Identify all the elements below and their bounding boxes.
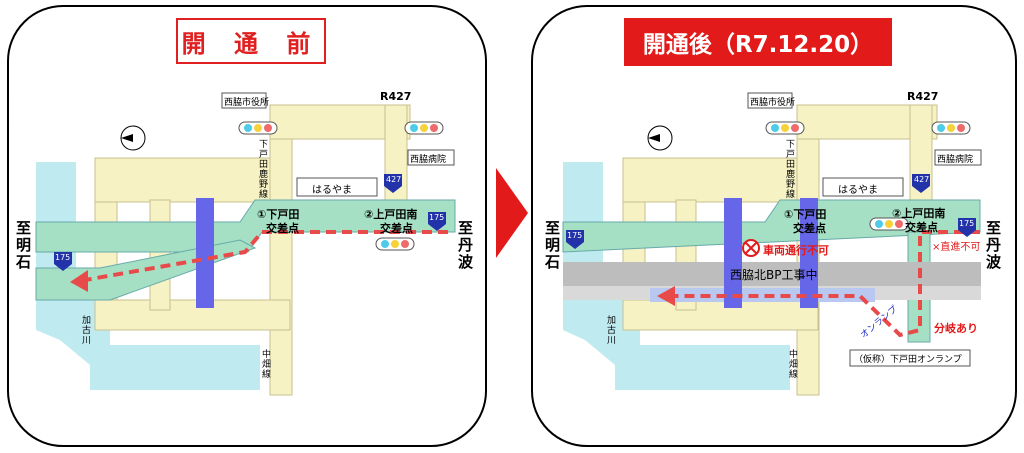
route427-label: R427 bbox=[907, 90, 939, 103]
hospital-label: 西脇病院 bbox=[937, 155, 974, 165]
on-ramp-name-label: （仮称）下戸田オンランプ bbox=[854, 355, 962, 365]
to-akashi-label: 至明石 bbox=[545, 219, 561, 271]
side-road bbox=[94, 157, 276, 203]
before-title: 開 通 前 bbox=[176, 18, 326, 64]
route-line bbox=[84, 230, 448, 282]
hospital-box bbox=[407, 149, 455, 166]
hospital-box bbox=[934, 149, 982, 166]
junction2-label: ②上戸田南 bbox=[364, 208, 418, 221]
side-road bbox=[622, 157, 804, 203]
route175-badge: 175 bbox=[567, 231, 583, 240]
route175-badge: 175 bbox=[959, 219, 975, 228]
junction2b-label: 交差点 bbox=[380, 222, 413, 235]
route427-badge: 427 bbox=[914, 175, 930, 184]
to-tanba-label: 至丹波 bbox=[986, 219, 1002, 271]
nakamachi-line-label: 中畑線 bbox=[262, 350, 272, 380]
haruyama-box bbox=[296, 177, 378, 197]
river bbox=[563, 162, 790, 390]
side-road bbox=[94, 299, 291, 331]
junction1b-label: 交差点 bbox=[266, 222, 299, 235]
haruyama-label: はるやま bbox=[838, 185, 878, 196]
kakogawa-label: 加古川 bbox=[82, 316, 92, 346]
city-hall-label: 西脇市役所 bbox=[224, 98, 270, 108]
route-line bbox=[675, 230, 980, 338]
route427-badge: 427 bbox=[386, 175, 402, 184]
nakamachi-line-label: 中畑線 bbox=[789, 350, 799, 380]
blue-band bbox=[800, 198, 818, 308]
route-arrow bbox=[70, 270, 88, 292]
route427-label: R427 bbox=[380, 90, 412, 103]
route175-shield bbox=[566, 230, 584, 249]
junction1-label: ①下戸田 bbox=[784, 208, 827, 221]
junction2-label: ②上戸田南 bbox=[892, 207, 946, 220]
city-hall-box bbox=[221, 92, 267, 109]
shimotoda-line-label: 下戸田鹿野線 bbox=[259, 140, 269, 200]
haruyama-box bbox=[822, 177, 904, 197]
route175-shield bbox=[958, 218, 976, 237]
transition-arrow-icon bbox=[496, 168, 528, 258]
main-road bbox=[35, 199, 456, 253]
blue-band bbox=[724, 198, 742, 308]
bypass-band bbox=[563, 262, 981, 286]
kakogawa-label: 加古川 bbox=[607, 316, 617, 346]
junction1-label: ①下戸田 bbox=[257, 208, 300, 221]
haruyama-label: はるやま bbox=[312, 185, 352, 196]
bypass-lane bbox=[650, 288, 875, 302]
to-tanba-label: 至丹波 bbox=[458, 219, 474, 271]
on-ramp-name-box bbox=[849, 349, 971, 367]
side-road bbox=[622, 299, 819, 331]
hospital-label: 西脇病院 bbox=[410, 155, 447, 165]
bp-construction-label: 西脇北BP工事中 bbox=[730, 268, 818, 282]
city-hall-box bbox=[747, 92, 793, 109]
main-road bbox=[562, 199, 981, 253]
junction2b-label: 交差点 bbox=[905, 221, 938, 234]
blue-band bbox=[196, 198, 214, 308]
route-arrow bbox=[657, 286, 675, 306]
no-straight-label: ×直進不可 bbox=[932, 242, 981, 253]
to-akashi-label: 至明石 bbox=[16, 219, 32, 271]
branch-label: 分岐あり bbox=[934, 322, 978, 335]
after-title: 開通後（R7.12.20） bbox=[624, 18, 892, 66]
shimotoda-line-label: 下戸田鹿野線 bbox=[786, 140, 796, 200]
route175-badge: 175 bbox=[429, 213, 445, 222]
route427-shield bbox=[384, 174, 402, 193]
river bbox=[36, 162, 260, 390]
city-hall-label: 西脇市役所 bbox=[750, 98, 796, 108]
route175-shield bbox=[54, 252, 72, 271]
no-vehicle-label: 車両通行不可 bbox=[763, 244, 829, 257]
route175-badge: 175 bbox=[55, 253, 71, 262]
route175-shield bbox=[428, 212, 446, 231]
route427-shield bbox=[912, 174, 930, 193]
junction1b-label: 交差点 bbox=[793, 222, 826, 235]
